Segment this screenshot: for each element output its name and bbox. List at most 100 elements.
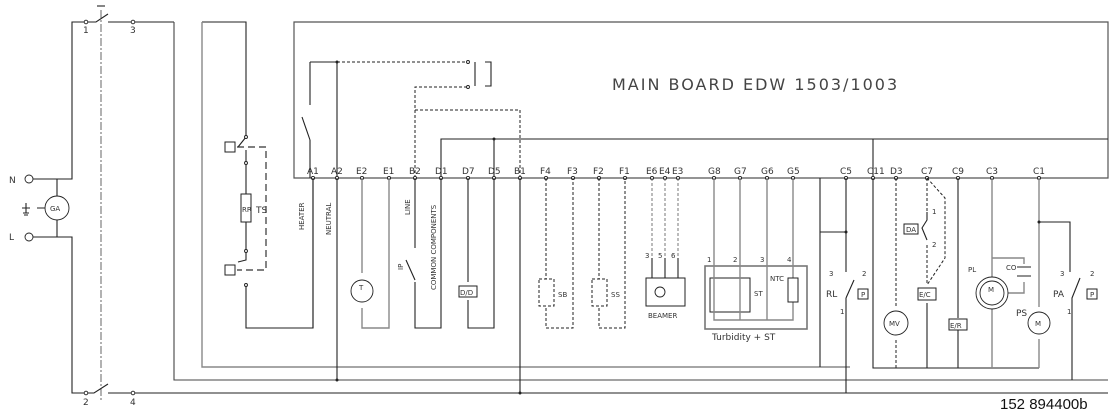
pin-label: F1 — [619, 167, 630, 177]
svg-text:2: 2 — [83, 398, 89, 408]
valve-ec — [917, 287, 937, 301]
wash-pump-ps — [1027, 311, 1051, 335]
pin-label: G7 — [734, 167, 747, 177]
svg-text:T: T — [358, 284, 364, 292]
dispenser-dd — [458, 285, 478, 298]
svg-text:MV: MV — [889, 320, 900, 328]
neutral-label: N — [9, 176, 16, 186]
svg-text:P: P — [1090, 291, 1094, 299]
svg-text:PL: PL — [968, 266, 976, 274]
main-board-title: MAIN BOARD EDW 1503/1003 — [612, 75, 899, 94]
pin-label: C3 — [986, 167, 998, 177]
svg-text:1: 1 — [707, 256, 711, 264]
svg-text:PS: PS — [1016, 309, 1027, 319]
pin-label: F2 — [593, 167, 604, 177]
dispenser-da — [903, 223, 919, 235]
pin-label: D1 — [435, 167, 448, 177]
timer-motor — [350, 279, 374, 303]
svg-text:3: 3 — [1060, 270, 1064, 278]
svg-text:6: 6 — [671, 252, 676, 260]
svg-text:BEAMER: BEAMER — [648, 312, 677, 320]
transformer-icon — [474, 61, 492, 87]
pin-label: B2 — [409, 167, 421, 177]
svg-text:P: P — [861, 291, 865, 299]
ip-label: IP — [397, 264, 405, 270]
filter-ga-label: GA — [50, 205, 60, 213]
pin-label: E3 — [672, 167, 683, 177]
pin-label: C11 — [867, 167, 885, 177]
pin-label: C5 — [840, 167, 852, 177]
sensor-sb — [538, 278, 555, 307]
svg-text:E/C: E/C — [919, 291, 931, 299]
pin-label: G5 — [787, 167, 800, 177]
pin-label: E4 — [659, 167, 671, 177]
svg-text:3: 3 — [130, 26, 136, 36]
svg-text:2: 2 — [1090, 270, 1094, 278]
turbidity-label: Turbidity + ST — [711, 333, 776, 343]
svg-text:DA: DA — [906, 226, 916, 234]
svg-text:2: 2 — [862, 270, 866, 278]
svg-text:M: M — [988, 286, 994, 294]
ts-label: TS — [255, 206, 267, 216]
pin-label: D3 — [890, 167, 903, 177]
svg-text:2: 2 — [733, 256, 737, 264]
sensor-ss — [591, 278, 608, 307]
heater-rail-label: HEATER — [298, 202, 306, 230]
svg-text:CO: CO — [1006, 264, 1017, 272]
heater-relay-contact — [301, 116, 311, 141]
level-switch-rl — [845, 279, 855, 393]
pin-label: F4 — [540, 167, 551, 177]
svg-text:2: 2 — [932, 241, 936, 249]
svg-text:1: 1 — [932, 208, 936, 216]
svg-text:RR: RR — [242, 206, 252, 214]
capacitor-co — [1017, 266, 1031, 277]
door-switch-bottom — [86, 383, 1108, 394]
line-label: L — [9, 233, 14, 243]
door-switch-top — [86, 13, 174, 23]
pin-label: D5 — [488, 167, 501, 177]
pin-label: D7 — [462, 167, 475, 177]
thermostat-icon — [224, 141, 236, 153]
svg-text:1: 1 — [83, 26, 89, 36]
pa-label: PA — [1053, 290, 1065, 300]
line-terminal — [24, 232, 34, 242]
svg-text:D/D: D/D — [460, 289, 473, 297]
svg-text:1: 1 — [1067, 308, 1071, 316]
pin-label: A1 — [307, 167, 319, 177]
neutral-terminal — [24, 174, 34, 184]
line-rail-label: LINE — [404, 199, 412, 215]
svg-text:SS: SS — [611, 291, 620, 299]
drawing-number: 152 894400b — [1000, 396, 1088, 413]
svg-text:5: 5 — [658, 252, 662, 260]
valve-mv — [883, 310, 909, 336]
pin-label: G8 — [708, 167, 721, 177]
pin-label: F3 — [567, 167, 578, 177]
pin-label: C1 — [1033, 167, 1045, 177]
pin-label: A2 — [331, 167, 343, 177]
svg-text:E/R: E/R — [950, 322, 962, 330]
svg-text:M: M — [1035, 320, 1041, 328]
svg-text:3: 3 — [829, 270, 833, 278]
pin-label: E2 — [356, 167, 367, 177]
svg-text:SB: SB — [558, 291, 567, 299]
beamer — [645, 277, 686, 307]
rl-label: RL — [826, 290, 837, 300]
pin-label: E6 — [646, 167, 658, 177]
ntc-sensor — [787, 277, 799, 303]
common-rail-label: COMMON COMPONENTS — [430, 204, 438, 290]
svg-text:3: 3 — [760, 256, 764, 264]
svg-text:1: 1 — [840, 308, 844, 316]
valve-er — [948, 318, 968, 331]
neutral-rail-label: NEUTRAL — [325, 203, 333, 235]
svg-text:ST: ST — [754, 290, 763, 298]
ground-icon — [22, 203, 30, 216]
pin-label: B1 — [514, 167, 526, 177]
pin-label: C7 — [921, 167, 933, 177]
pin-label: C9 — [952, 167, 964, 177]
svg-text:3: 3 — [645, 252, 649, 260]
svg-text:4: 4 — [787, 256, 792, 264]
svg-text:NTC: NTC — [770, 275, 784, 283]
svg-text:4: 4 — [130, 398, 136, 408]
